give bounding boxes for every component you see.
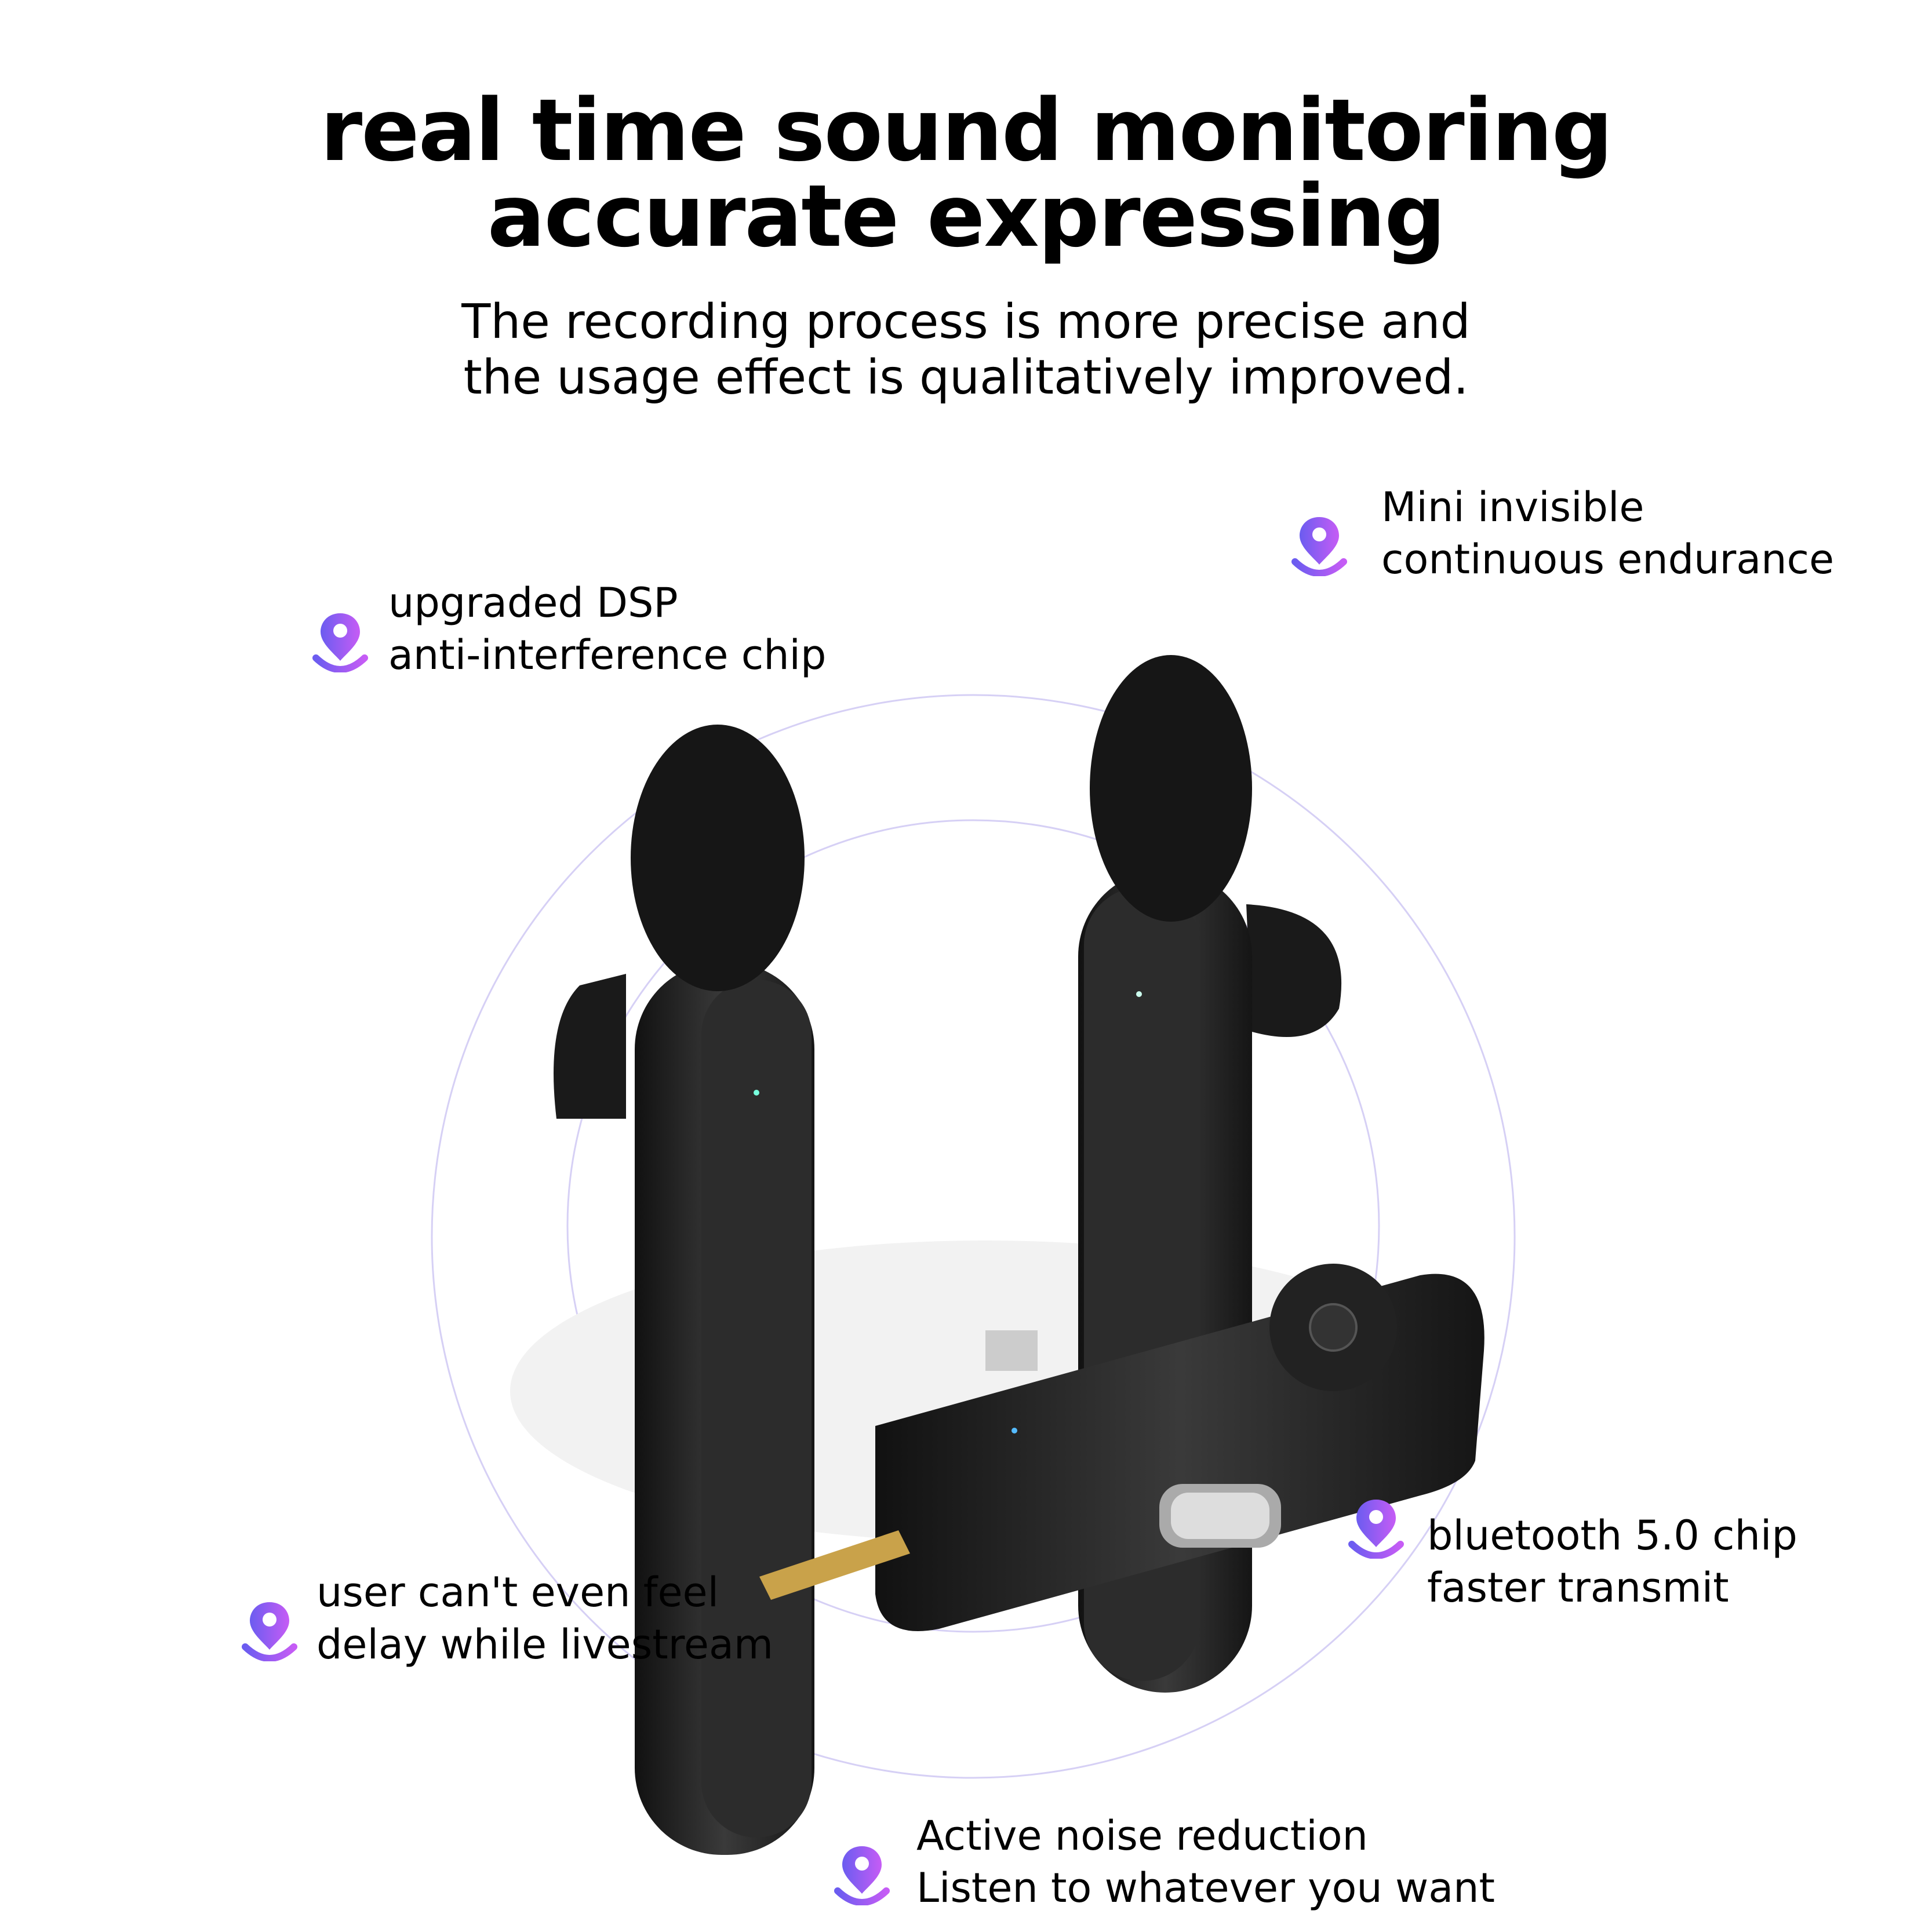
location-pin-icon (311, 609, 369, 672)
feature-line1: bluetooth 5.0 chip (1427, 1512, 1798, 1559)
feature-line2: Listen to whatever you want (916, 1864, 1495, 1912)
feature-line1: upgraded DSP (388, 579, 678, 627)
feature-line2: faster transmit (1427, 1564, 1729, 1611)
feature-bluetooth: bluetooth 5.0 chip faster transmit (1427, 1509, 1798, 1614)
subtitle-line1: The recording process is more precise an… (461, 294, 1471, 350)
subtitle-line2: the usage effect is qualitatively improv… (463, 350, 1469, 405)
feature-dsp-chip: upgraded DSP anti-interference chip (388, 577, 826, 681)
outer-circle (431, 694, 1516, 1779)
feature-line1: Active noise reduction (916, 1812, 1368, 1860)
feature-line2: anti-interference chip (388, 631, 827, 679)
location-pin-icon (241, 1598, 299, 1661)
location-pin-icon (833, 1842, 891, 1905)
location-pin-icon (1290, 512, 1348, 576)
left-microphone (554, 725, 814, 1855)
headline-line2: accurate expressing (487, 166, 1446, 266)
feature-mini-invisible: Mini invisible continuous endurance (1381, 481, 1834, 585)
decorative-circles (431, 694, 1516, 1779)
feature-low-delay: user can't even feel delay while livestr… (316, 1566, 773, 1671)
feature-noise-reduction: Active noise reduction Listen to whateve… (916, 1810, 1495, 1914)
feature-line1: Mini invisible (1381, 483, 1644, 531)
feature-line1: user can't even feel (316, 1569, 719, 1616)
feature-line2: delay while livestream (316, 1621, 774, 1668)
feature-line2: continuous endurance (1381, 536, 1835, 583)
receiver (759, 1264, 1485, 1631)
inner-circle (566, 819, 1380, 1633)
headline-line1: real time sound monitoring (320, 81, 1613, 180)
location-pin-icon (1347, 1495, 1405, 1559)
